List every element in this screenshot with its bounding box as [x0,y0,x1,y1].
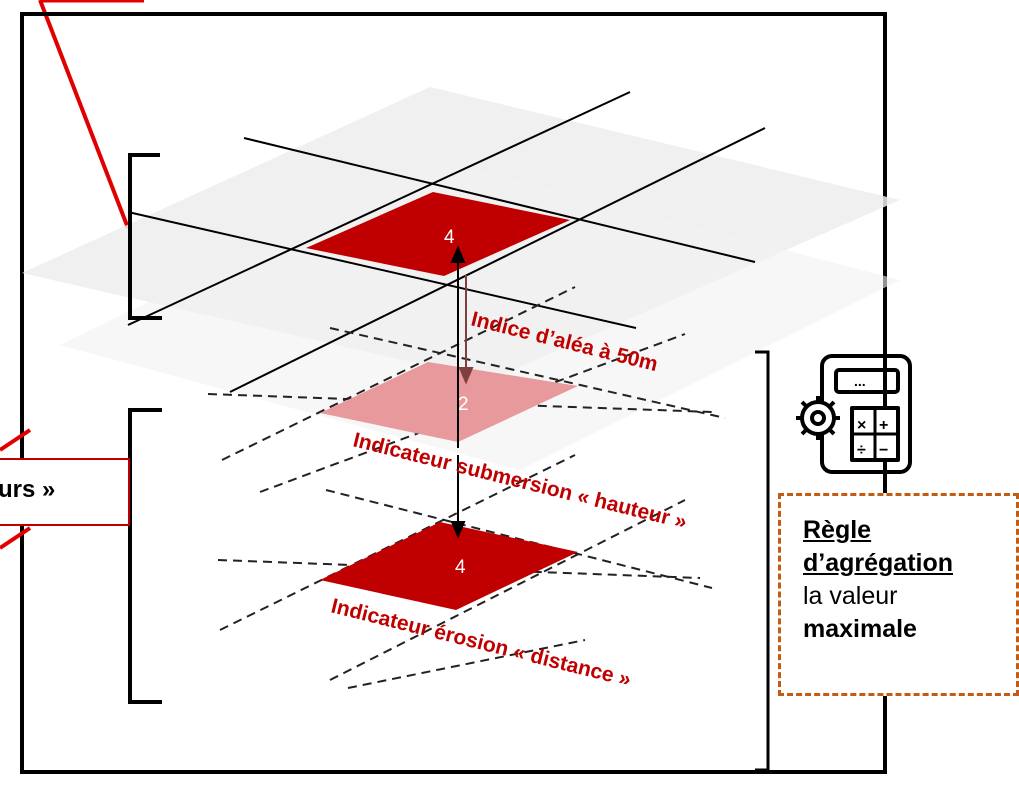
top-cell-value: 4 [444,227,455,248]
bottom-grey-plane [60,160,900,470]
aggregation-rule-box: Règle d’agrégation la valeur maximale [778,493,1019,696]
rule-line3: la valeur [803,582,898,610]
left-callout-text: urs » [0,476,56,503]
pointer-line-top [38,0,130,229]
rule-title-line1: Règle [803,516,872,544]
top-grid-lines [127,91,766,393]
svg-text:...: ... [854,373,866,389]
pointer-line-left-callout [0,428,32,452]
right-bracket [755,350,770,772]
bottom-cell [320,522,578,610]
left-callout-box: urs » [0,458,130,526]
svg-text:×: × [857,417,866,434]
bottom-left-bracket [128,408,162,704]
erosion-label: Indicateur érosion « distance » [329,595,634,692]
svg-text:−: − [879,442,888,459]
svg-text:÷: ÷ [857,442,866,459]
calculator-gear-icon: ... × + ÷ − [796,354,912,474]
rule-title-line2: d’agrégation [803,549,954,577]
svg-text:+: + [879,417,888,434]
rule-line4: maximale [803,615,917,643]
middle-cell [320,362,578,442]
top-left-bracket [128,153,162,320]
middle-cell-value: 2 [458,394,469,415]
connector-arrows [450,245,474,539]
top-cell [306,192,570,276]
bottom-cell-value: 4 [455,557,466,578]
pointer-line-left-callout-bottom [0,526,32,550]
